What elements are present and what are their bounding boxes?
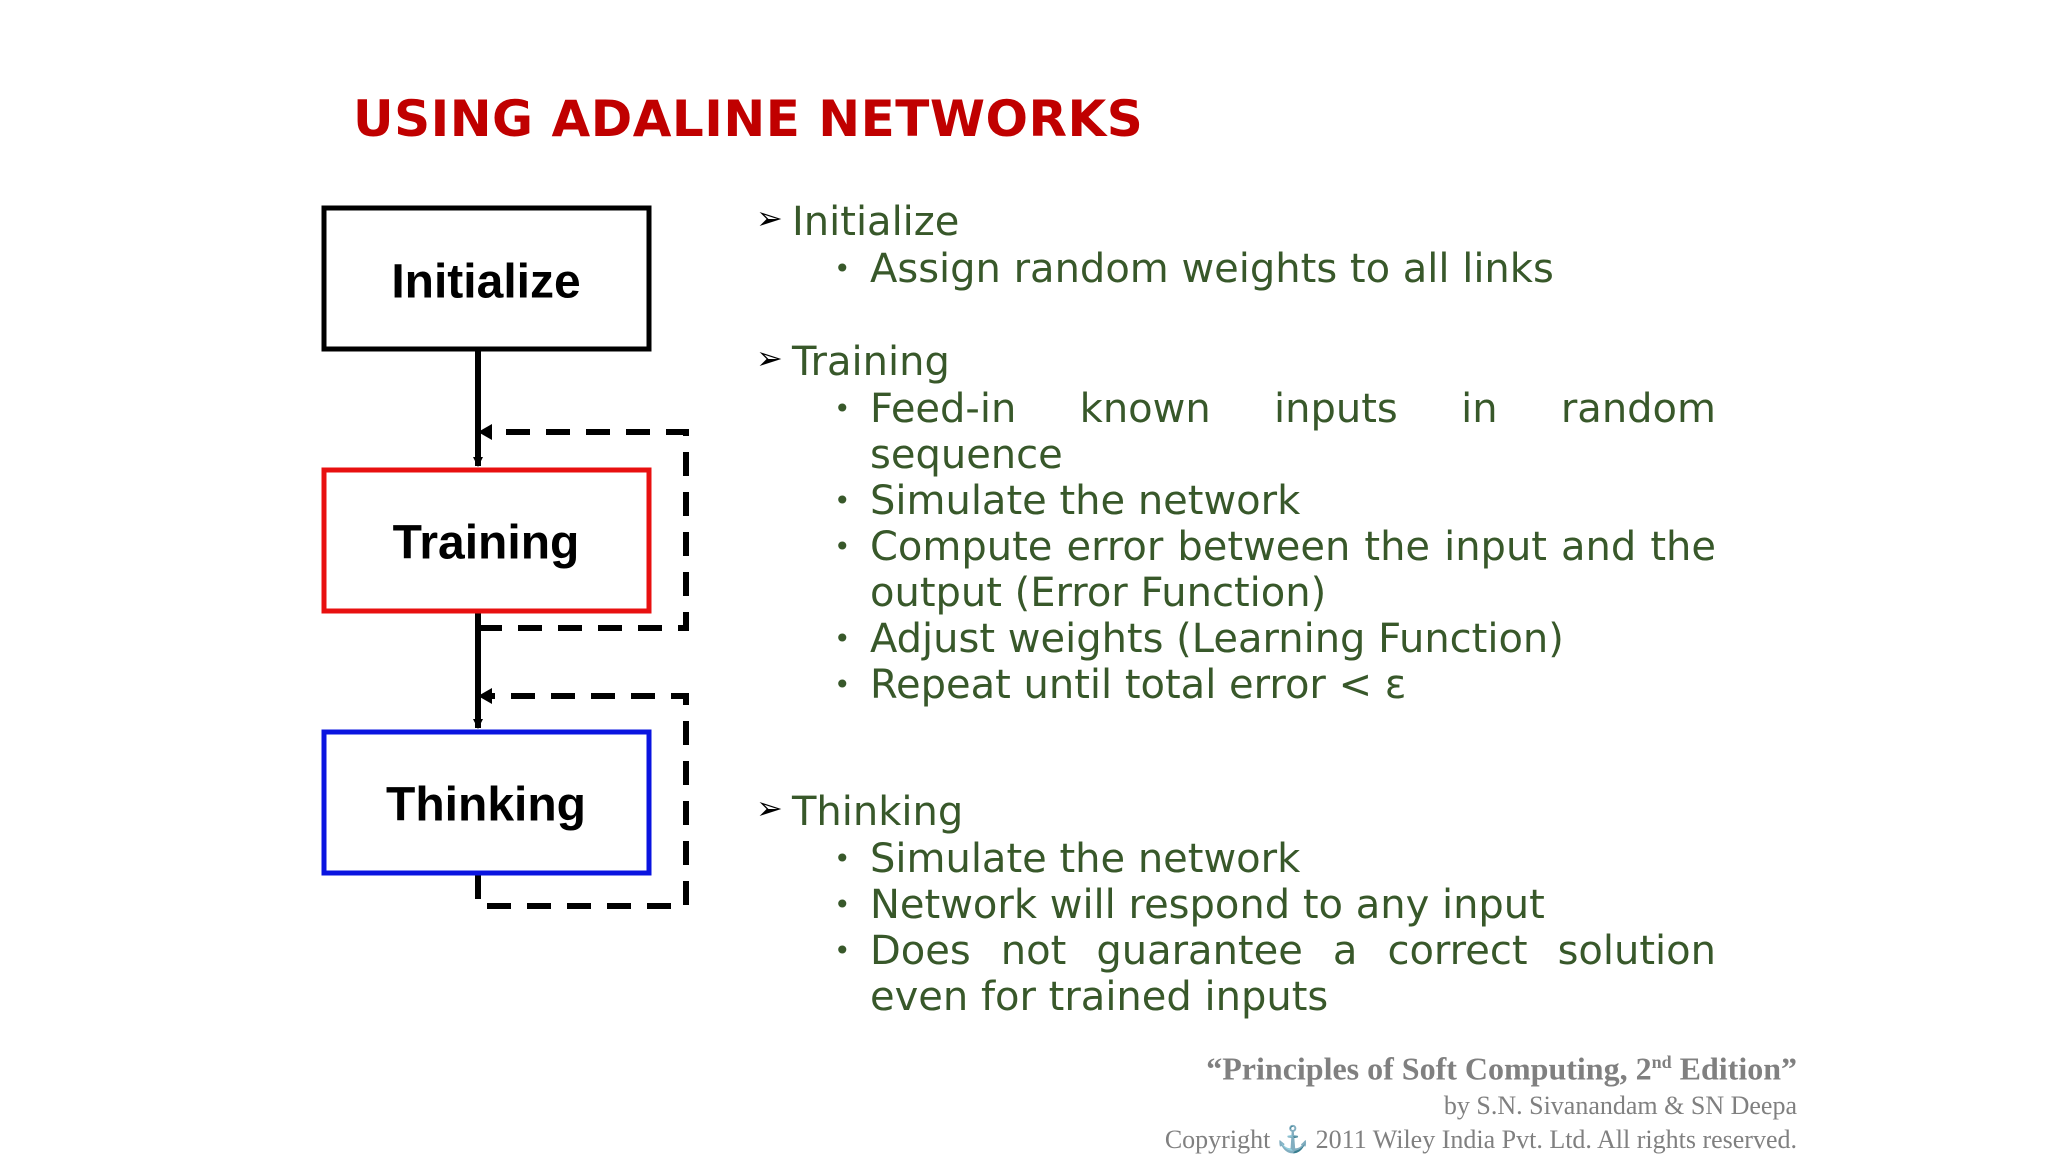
bullet-dot-icon: • bbox=[834, 622, 851, 655]
copyright-notice: Copyright ⚓ 2011 Wiley India Pvt. Ltd. A… bbox=[1164, 1124, 1797, 1154]
section-heading: ➢ Training bbox=[756, 338, 1716, 386]
bullet-dot-icon: • bbox=[834, 484, 851, 517]
box-training: Training bbox=[321, 467, 652, 614]
list-item: •Adjust weights (Learning Function) bbox=[834, 616, 1564, 662]
arrow-bullet-icon: ➢ bbox=[756, 339, 783, 377]
list-item: •Feed-in known inputs in random sequence bbox=[834, 386, 1716, 478]
bullet-dot-icon: • bbox=[834, 392, 851, 425]
arrow-bullet-icon: ➢ bbox=[756, 789, 783, 827]
bullet-dot-icon: • bbox=[834, 934, 851, 967]
bullet-dot-icon: • bbox=[834, 530, 851, 563]
arrow-bullet-icon: ➢ bbox=[756, 199, 783, 237]
feedback-loop-thinking-tip bbox=[478, 688, 492, 704]
list-item: •Compute error between the input and the… bbox=[834, 524, 1716, 616]
list-item: •Simulate the network bbox=[834, 836, 1301, 882]
section-heading: ➢ Initialize bbox=[756, 198, 1716, 246]
bullet-dot-icon: • bbox=[834, 252, 851, 285]
section-thinking: ➢ Thinking •Simulate the network •Networ… bbox=[756, 788, 1716, 1020]
bullet-list: •Feed-in known inputs in random sequence… bbox=[756, 386, 1716, 708]
box-thinking: Thinking bbox=[321, 729, 652, 876]
slide-footer: “Principles of Soft Computing, 2nd Editi… bbox=[1165, 1042, 1797, 1157]
section-heading-text: Initialize bbox=[792, 199, 960, 245]
section-initialize: ➢ Initialize •Assign random weights to a… bbox=[756, 198, 1716, 292]
box-thinking-label: Thinking bbox=[386, 779, 586, 832]
bullet-dot-icon: • bbox=[834, 842, 851, 875]
list-item: •Repeat until total error < ε bbox=[834, 662, 1407, 708]
section-training: ➢ Training •Feed-in known inputs in rand… bbox=[756, 338, 1716, 708]
book-authors: by S.N. Sivanandam & SN Deepa bbox=[1443, 1090, 1797, 1120]
box-initialize-label: Initialize bbox=[391, 256, 580, 309]
bullet-dot-icon: • bbox=[834, 888, 851, 921]
list-item: •Network will respond to any input bbox=[834, 882, 1545, 928]
book-title: “Principles of Soft Computing, 2nd Editi… bbox=[1206, 1050, 1797, 1087]
section-heading-text: Thinking bbox=[792, 789, 964, 835]
section-heading-text: Training bbox=[792, 339, 950, 385]
list-item: •Assign random weights to all links bbox=[834, 246, 1554, 292]
slide-title: USING ADALINE NETWORKS bbox=[353, 90, 1144, 148]
bullet-list: •Simulate the network •Network will resp… bbox=[756, 836, 1716, 1020]
bullet-dot-icon: • bbox=[834, 668, 851, 701]
feedback-loop-training bbox=[478, 429, 689, 631]
list-item: •Does not guarantee a correct solution e… bbox=[834, 928, 1716, 1020]
bullet-list: •Assign random weights to all links bbox=[756, 246, 1716, 292]
box-initialize: Initialize bbox=[321, 205, 652, 352]
feedback-loop-training-tip bbox=[478, 424, 492, 440]
section-heading: ➢ Thinking bbox=[756, 788, 1716, 836]
list-item: •Simulate the network bbox=[834, 478, 1301, 524]
box-training-label: Training bbox=[393, 517, 580, 570]
feedback-loop-thinking bbox=[475, 693, 689, 909]
